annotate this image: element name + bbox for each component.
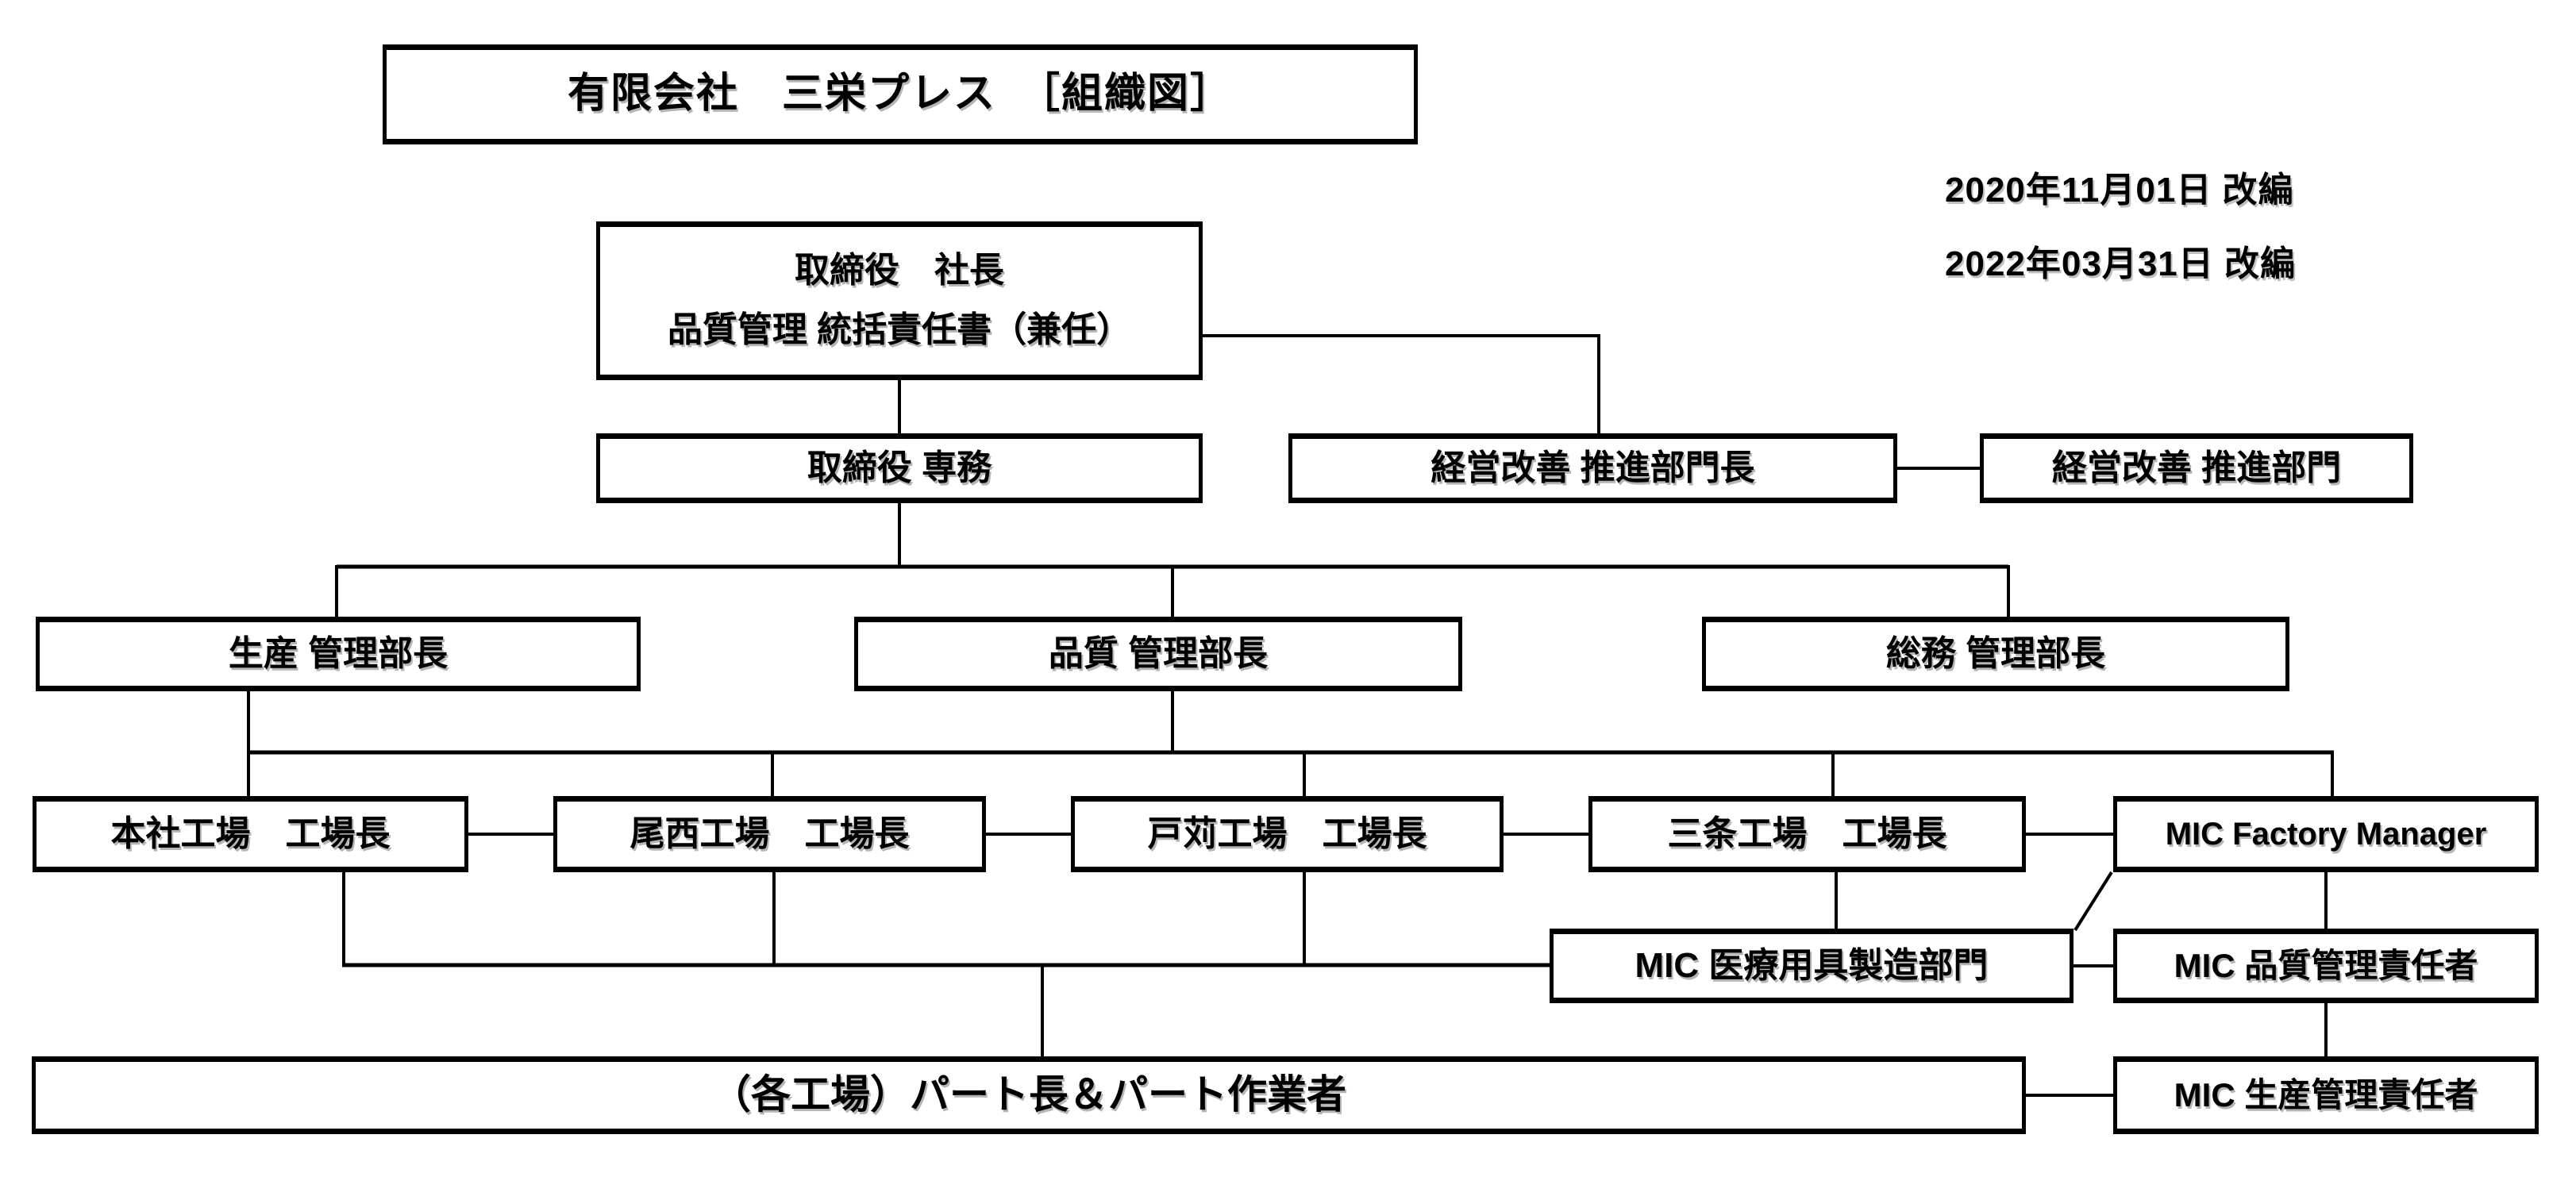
node-somu-manager: 総務 管理部長 [1702,617,2289,691]
part-workers-label: （各工場）パート長＆パート作業者 [711,1072,1346,1117]
bisai-factory-label: 尾西工場 工場長 [630,814,910,853]
sanjo-factory-label: 三条工場 工場長 [1667,814,1947,853]
mic-quality-manager-label: MIC 品質管理責任者 [2174,946,2478,984]
node-mic-factory-manager: MIC Factory Manager [2113,796,2539,872]
node-sanjo-factory: 三条工場 工場長 [1588,796,2026,872]
node-bisai-factory: 尾西工場 工場長 [553,796,986,872]
mic-medical-dept-label: MIC 医療用具製造部門 [1635,945,1989,985]
node-seisan-manager: 生産 管理部長 [36,617,641,691]
node-honsha-factory: 本社工場 工場長 [33,796,468,872]
node-togari-factory: 戸苅工場 工場長 [1071,796,1504,872]
hinshitsu-manager-label: 品質 管理部長 [1048,633,1269,673]
somu-manager-label: 総務 管理部長 [1885,633,2106,673]
seisan-manager-label: 生産 管理部長 [228,633,449,673]
president-quality-role: 品質管理 統括責任書（兼任） [667,310,1132,350]
keiei-kaizen-leader-label: 経営改善 推進部門長 [1430,448,1755,487]
node-part-workers: （各工場）パート長＆パート作業者 [32,1056,2026,1134]
node-hinshitsu-manager: 品質 管理部長 [854,617,1462,691]
chart-title: 有限会社 三栄プレス ［組織図］ [567,71,1233,117]
node-senmu: 取締役 専務 [596,433,1203,503]
revision-date-2: 2022年03月31日 改編 [1945,244,2296,283]
node-mic-quality-manager: MIC 品質管理責任者 [2113,929,2539,1003]
mic-production-manager-label: MIC 生産管理責任者 [2174,1075,2478,1114]
senmu-label: 取締役 専務 [807,448,992,487]
node-president: 取締役 社長 品質管理 統括責任書（兼任） [596,221,1203,380]
mic-factory-manager-label: MIC Factory Manager [2165,817,2487,852]
honsha-factory-label: 本社工場 工場長 [110,814,391,853]
revision-date-1: 2020年11月01日 改編 [1945,171,2294,210]
connector-mic-fm-medical-diagonal [2074,871,2113,932]
node-keiei-kaizen-dept: 経営改善 推進部門 [1980,433,2413,503]
node-keiei-kaizen-leader: 経営改善 推進部門長 [1288,433,1897,503]
togari-factory-label: 戸苅工場 工場長 [1147,814,1427,853]
node-mic-medical-dept: MIC 医療用具製造部門 [1550,929,2074,1003]
president-title: 取締役 社長 [795,251,1004,290]
node-mic-production-manager: MIC 生産管理責任者 [2113,1056,2539,1134]
keiei-kaizen-dept-label: 経営改善 推進部門 [2051,448,2342,487]
chart-title-box: 有限会社 三栄プレス ［組織図］ [383,44,1418,144]
